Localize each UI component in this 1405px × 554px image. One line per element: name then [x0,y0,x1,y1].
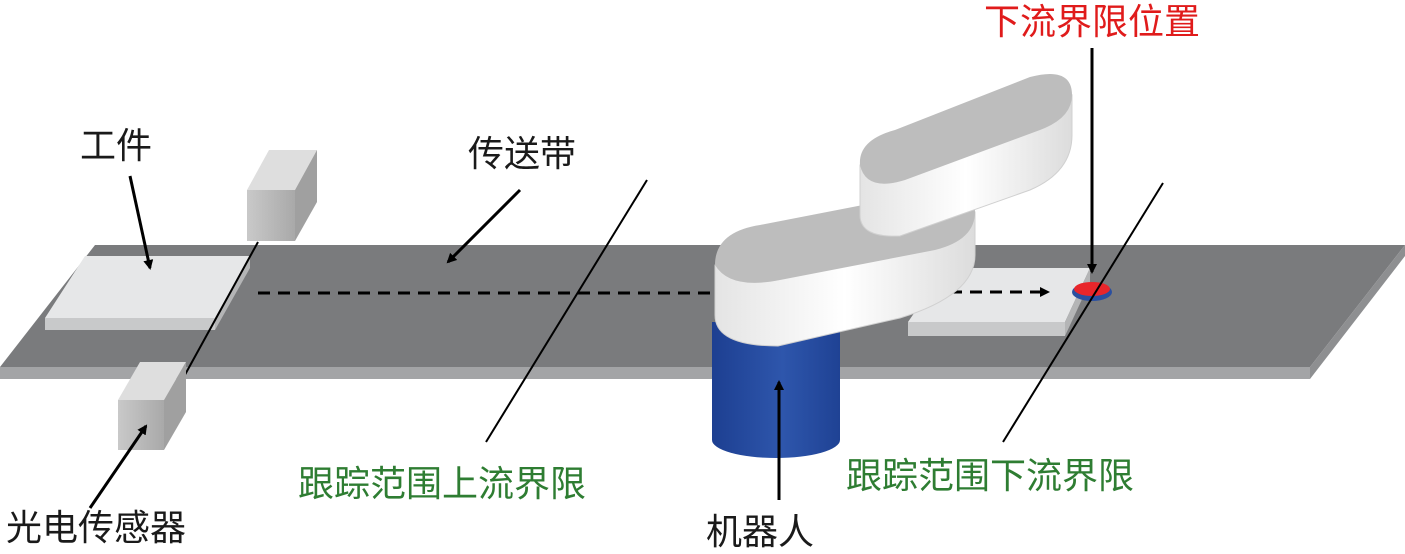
tracking-lower-limit-line [1002,182,1164,443]
arrow-workpiece [128,175,154,270]
sensor-upper [247,150,317,241]
label-workpiece: 工件 [80,126,152,167]
label-robot: 机器人 [706,512,814,553]
label-downstream-position: 下流界限位置 [984,2,1200,43]
tracking-upper-limit-line [485,179,648,443]
label-sensor: 光电传感器 [6,508,186,549]
belt-front-edge [0,367,1310,379]
arrow-conveyor [446,188,522,264]
label-upper-limit: 跟踪范围上流界限 [298,464,586,505]
belt-side-edge [1310,245,1405,379]
label-conveyor: 传送带 [468,134,576,175]
robot-base [712,322,840,458]
label-lower-limit: 跟踪范围下流界限 [846,456,1134,497]
workpiece-left [45,256,250,330]
arrow-sensor [88,424,148,509]
robot-arm-upper [859,73,1073,237]
downstream-position-marker [1072,282,1112,301]
